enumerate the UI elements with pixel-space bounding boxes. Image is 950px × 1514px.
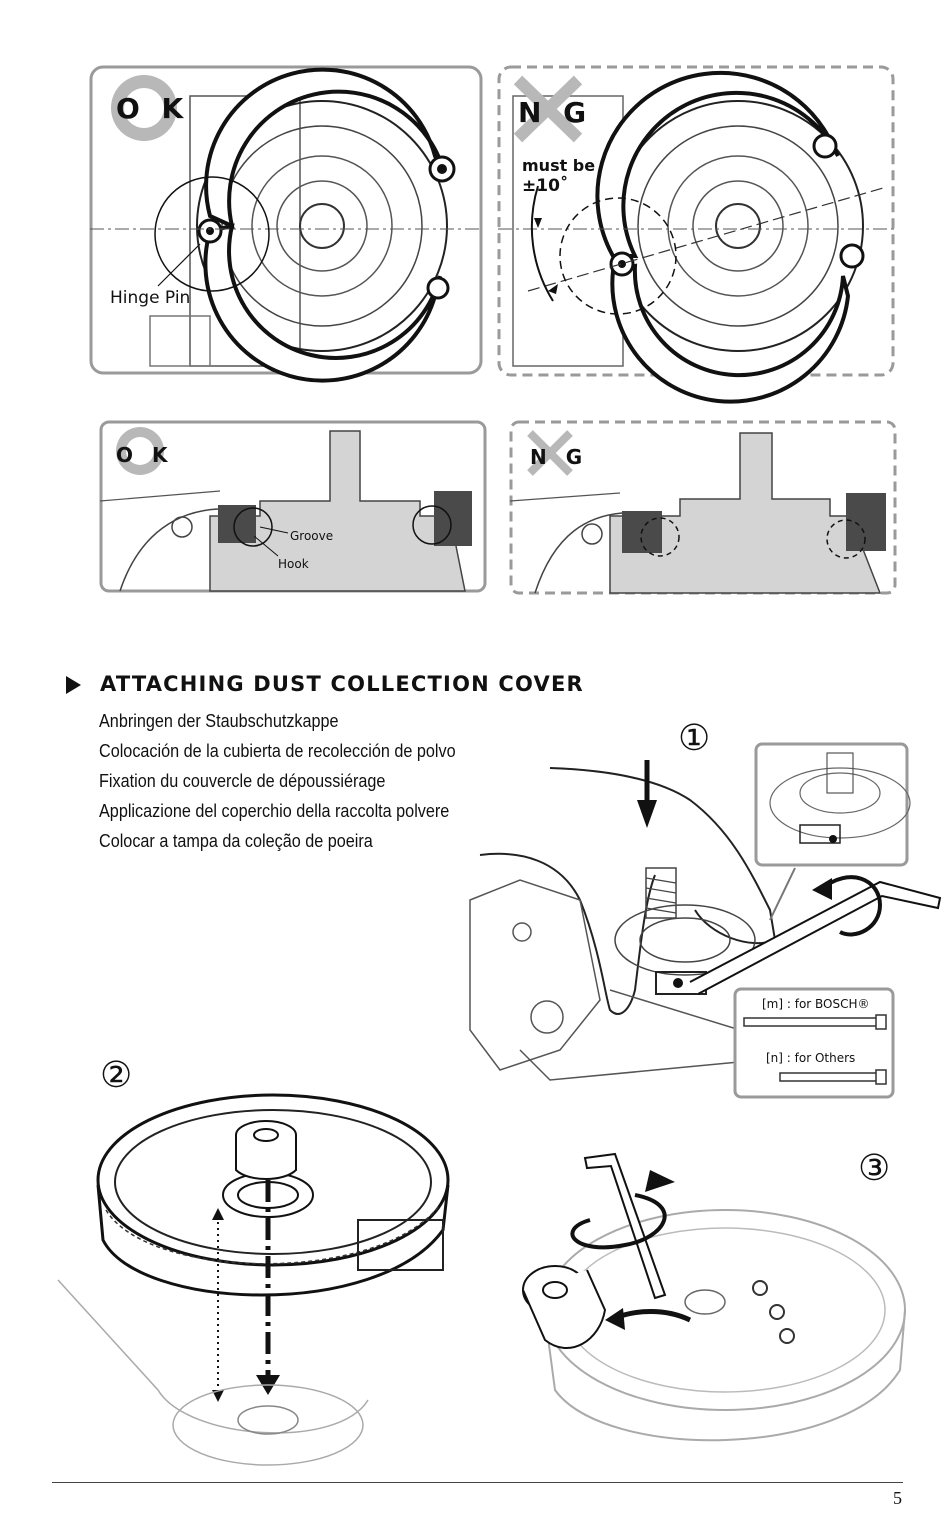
step-1-number: ① — [678, 718, 711, 759]
mid-ok-illustration — [99, 420, 487, 593]
screw-legend-frame — [733, 987, 895, 1099]
step-1-illustration — [469, 760, 942, 1081]
translation-pt: Colocar a tampa da coleção de poeira — [99, 831, 373, 851]
translation-de: Anbringen der Staubschutzkappe — [99, 711, 339, 731]
screw-n-label: [n] : for Others — [766, 1051, 856, 1065]
step-1-zoom-box — [754, 742, 911, 867]
step-2-illustration — [57, 1093, 450, 1466]
step-3-illustration — [522, 1152, 906, 1442]
translation-fr: Fixation du couvercle de dépoussiérage — [99, 771, 386, 791]
section-heading: ATTACHING DUST COLLECTION COVER — [100, 672, 584, 696]
step-3-number: ③ — [858, 1148, 891, 1189]
triangle-bullet-icon — [66, 676, 81, 694]
top-ok-illustration — [89, 65, 483, 383]
mid-ng-panel: N G — [509, 420, 897, 595]
translation-es: Colocación de la cubierta de recolección… — [99, 741, 456, 761]
mid-ok-badge-text: O K — [116, 443, 174, 467]
down-arrow-icon — [637, 800, 657, 828]
top-ng-illustration — [497, 65, 895, 404]
step-2-number: ② — [100, 1055, 133, 1096]
page-number: 5 — [893, 1488, 902, 1508]
step-3-hex-key-icon — [583, 1152, 667, 1300]
ng-cross-icon — [513, 75, 583, 143]
screw-m-label: [m] : for BOSCH® — [762, 997, 870, 1011]
footer-rule — [52, 1482, 903, 1483]
mid-ok-panel: O K Groove Hook — [99, 420, 487, 593]
top-ok-panel: O K Hinge Pin — [89, 65, 483, 383]
hex-key-icon — [689, 880, 942, 995]
must-be-label: must be — [522, 156, 596, 175]
groove-label: Groove — [290, 529, 334, 543]
top-ng-panel: N G must be ±10˚ — [497, 65, 895, 404]
angle-label: ±10˚ — [522, 176, 569, 196]
hinge-pin-label: Hinge Pin — [110, 288, 191, 308]
mid-ng-badge-text: N G — [530, 445, 589, 469]
screw-legend-box: [m] : for BOSCH® [n] : for Others — [733, 987, 895, 1099]
ok-badge-text: O K — [116, 92, 190, 125]
hook-label: Hook — [278, 557, 309, 571]
zoom-illustration — [754, 742, 911, 867]
translation-it: Applicazione del coperchio della raccolt… — [99, 801, 450, 821]
mid-ng-illustration — [509, 420, 897, 595]
ng-badge-text: N G — [518, 96, 593, 129]
arrow-icon — [534, 218, 542, 228]
